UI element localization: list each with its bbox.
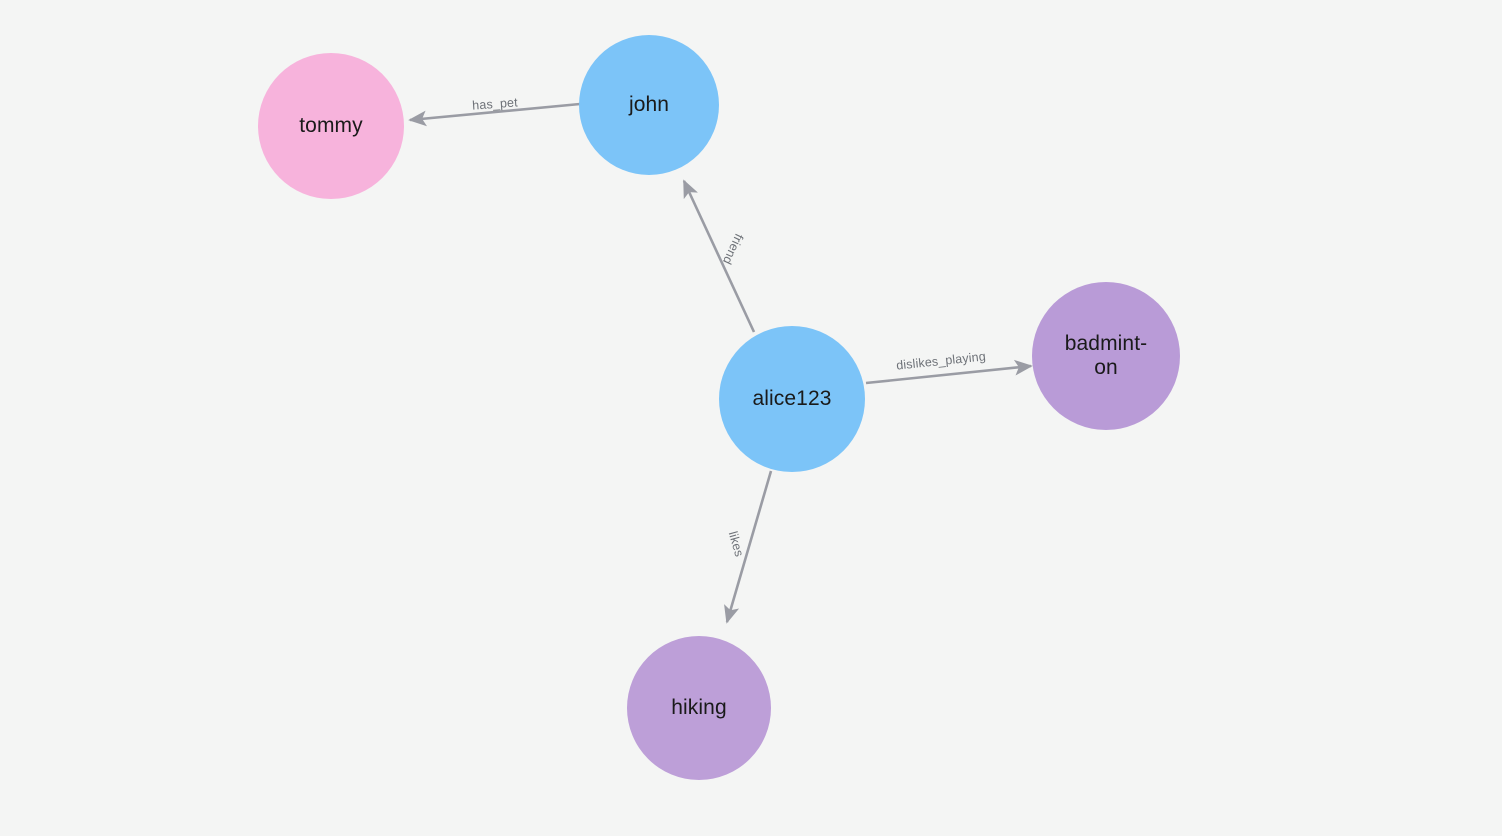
- graph-node-hiking[interactable]: hiking: [627, 636, 771, 780]
- graph-node-alice123[interactable]: alice123: [719, 326, 865, 472]
- graph-edge[interactable]: [865, 359, 1033, 385]
- graph-edge[interactable]: [724, 470, 773, 624]
- graph-node-label: hiking: [671, 696, 727, 720]
- graph-edge[interactable]: [408, 102, 581, 127]
- graph-node-label: john: [628, 93, 670, 117]
- graph-node-label: alice123: [752, 387, 832, 411]
- graph-node-tommy[interactable]: tommy: [258, 53, 404, 199]
- graph-node-label: tommy: [299, 114, 363, 138]
- graph-node-label: badmint- on: [1064, 332, 1148, 379]
- graph-node-john[interactable]: john: [579, 35, 719, 175]
- graph-edge[interactable]: [682, 179, 756, 333]
- graph-node-badminton[interactable]: badmint- on: [1032, 282, 1180, 430]
